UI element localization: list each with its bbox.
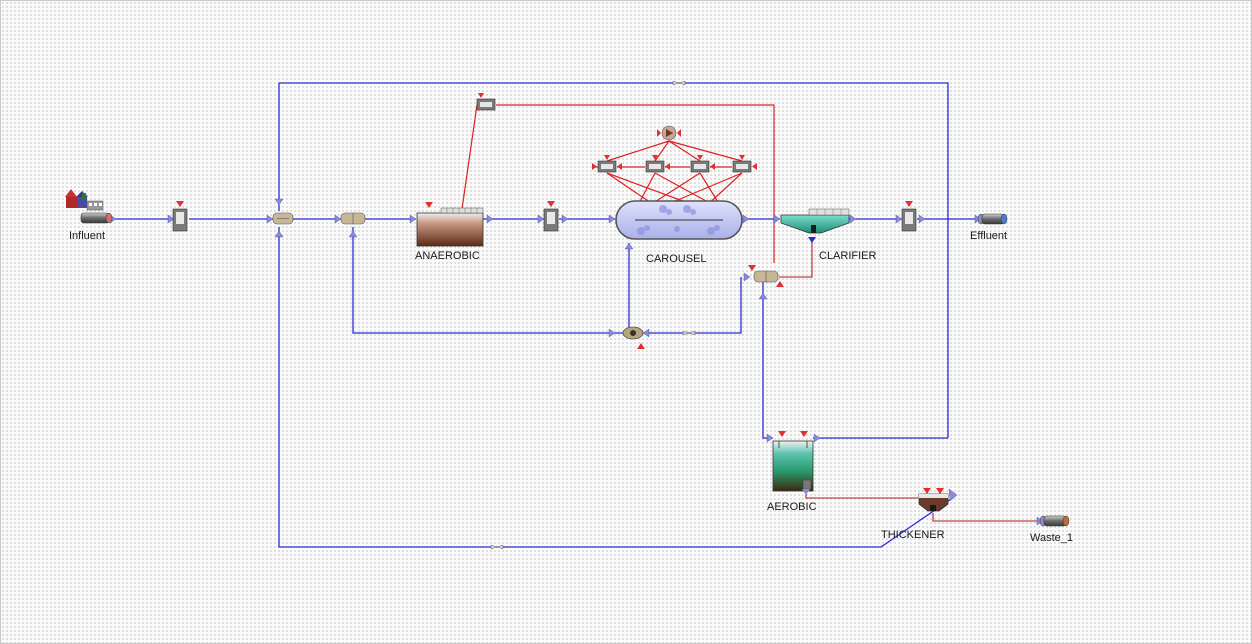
aerobic-label: AEROBIC (767, 501, 817, 513)
valve-icon[interactable] (672, 80, 686, 86)
stream-thickener-to-waste[interactable] (932, 513, 1041, 522)
controller-icon[interactable] (732, 155, 757, 173)
splitter-icon[interactable] (748, 265, 784, 287)
pipe-outlet-icon (977, 213, 1008, 225)
effluent-unit[interactable]: Effluent (970, 213, 1008, 242)
influent-label: Influent (69, 230, 105, 242)
valve-icon[interactable] (682, 330, 696, 336)
carousel-label: CAROUSEL (646, 253, 707, 265)
meter-icon[interactable] (543, 201, 559, 232)
sludge-streams (779, 239, 1041, 522)
mixer-icon[interactable] (272, 212, 294, 225)
anaerobic-label: ANAEROBIC (415, 250, 480, 262)
splitter-icon[interactable] (340, 212, 366, 225)
signal-controller-to-anaerobic[interactable] (461, 104, 486, 210)
controller-icon[interactable] (476, 93, 496, 111)
stream-aerobic-to-thickener[interactable] (805, 494, 918, 499)
stream-bottom-recycle[interactable] (278, 227, 955, 548)
controller-icon[interactable] (592, 155, 622, 173)
flow-arrows (109, 198, 1044, 526)
aerobic-reactor[interactable]: AEROBIC (767, 431, 817, 513)
meter-icon[interactable] (172, 201, 188, 232)
signal-controller-to-clarifier[interactable] (496, 104, 775, 263)
stream-clarifier-underflow[interactable] (779, 239, 813, 278)
pump-icon[interactable] (622, 326, 645, 349)
waste-label: Waste_1 (1030, 532, 1073, 544)
controller-icon[interactable] (690, 155, 715, 173)
controller-icon[interactable] (645, 155, 670, 173)
blower-icon[interactable] (657, 125, 681, 141)
stream-top-recycle[interactable] (278, 82, 949, 438)
meter-icon[interactable] (901, 201, 917, 232)
stream-valves (490, 80, 696, 550)
waste-unit[interactable]: Waste_1 (1030, 515, 1073, 544)
thickener-unit[interactable]: THICKENER (881, 488, 949, 541)
thickener-label: THICKENER (881, 529, 945, 541)
influent-unit[interactable]: Influent (65, 189, 113, 242)
carousel-controllers (592, 155, 757, 173)
carousel-reactor[interactable]: CAROUSEL (615, 200, 743, 265)
valve-icon[interactable] (490, 544, 504, 550)
anaerobic-reactor[interactable]: ANAEROBIC (415, 202, 484, 262)
liquid-streams (111, 82, 981, 548)
stream-ras-line[interactable] (755, 276, 773, 439)
stream-internal-recycle[interactable] (352, 227, 742, 334)
clarifier-label: CLARIFIER (819, 250, 877, 262)
pipe-outlet-icon (80, 212, 113, 224)
factory-icon (65, 189, 104, 211)
pipe-outlet-icon (1039, 515, 1070, 527)
effluent-label: Effluent (970, 230, 1007, 242)
clarifier-unit[interactable]: CLARIFIER (780, 208, 877, 262)
meter-units (172, 201, 917, 232)
